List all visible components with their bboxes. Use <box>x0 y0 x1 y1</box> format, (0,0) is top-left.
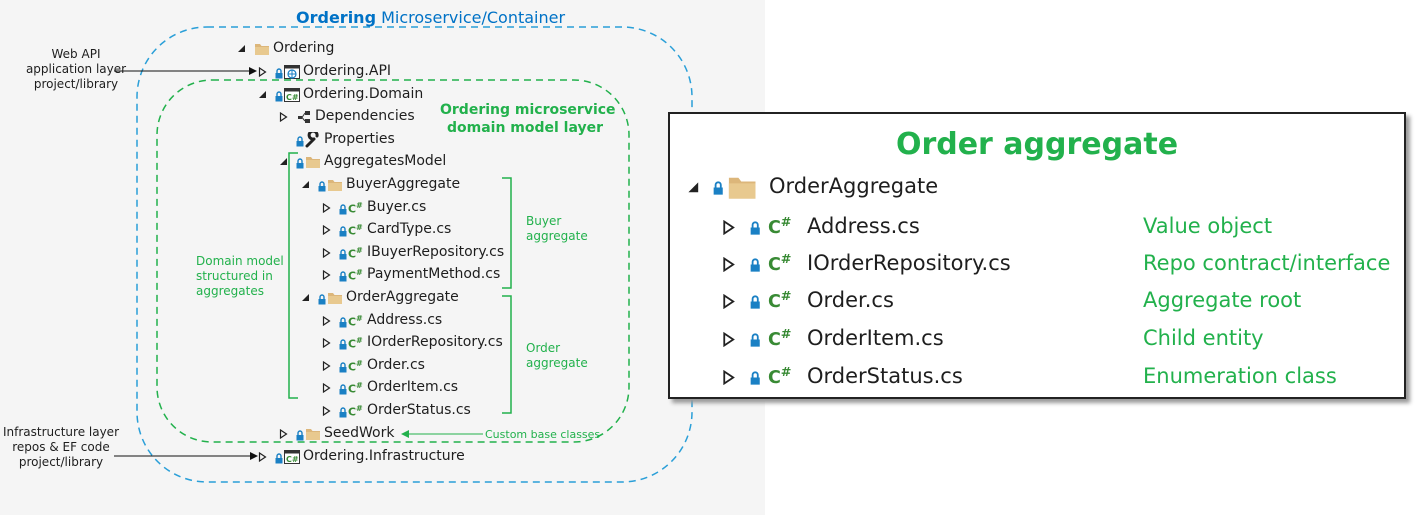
tree-label: OrderStatus.cs <box>367 402 471 418</box>
seedwork-note: Custom base classes <box>485 428 601 441</box>
svg-text:C: C <box>768 368 781 388</box>
tree-label: SeedWork <box>324 425 395 441</box>
file-label: OrderStatus.cs <box>807 364 963 388</box>
svg-text:C: C <box>348 338 356 351</box>
tree-label: Properties <box>324 131 395 147</box>
svg-text:C: C <box>348 225 356 238</box>
solution-explorer-diagram <box>0 0 765 515</box>
tree-label: Ordering.API <box>303 63 392 79</box>
svg-text:#: # <box>356 359 363 368</box>
svg-text:C: C <box>348 203 356 216</box>
svg-text:#: # <box>781 289 792 304</box>
file-label: OrderItem.cs <box>807 326 944 350</box>
svg-text:#: # <box>356 201 363 210</box>
svg-text:#: # <box>356 404 363 413</box>
tree-label: Ordering.Domain <box>303 86 424 102</box>
svg-text:#: # <box>356 336 363 345</box>
tree-label: IBuyerRepository.cs <box>367 244 505 260</box>
svg-text:#: # <box>781 327 792 342</box>
tree-label: AggregatesModel <box>324 153 447 169</box>
tree-label: Ordering.Infrastructure <box>303 448 465 464</box>
tree-label: OrderItem.cs <box>367 379 459 395</box>
container-title: Ordering Microservice/Container <box>296 8 566 27</box>
svg-text:C: C <box>348 383 356 396</box>
domain-model-bracket <box>288 152 298 399</box>
svg-text:#: # <box>781 365 792 380</box>
svg-text:C#: C# <box>286 93 299 102</box>
svg-text:C: C <box>768 255 781 275</box>
file-label: Order.cs <box>807 288 894 312</box>
svg-text:#: # <box>781 215 792 230</box>
microservice-container-boundary <box>136 26 693 483</box>
tree-label: Dependencies <box>315 108 415 124</box>
tree-label: IOrderRepository.cs <box>367 334 503 350</box>
svg-text:#: # <box>356 246 363 255</box>
file-label: Address.cs <box>807 214 920 238</box>
svg-text:C: C <box>348 361 356 374</box>
role-callout: Enumeration class <box>1143 364 1337 388</box>
svg-text:#: # <box>356 381 363 390</box>
svg-text:C: C <box>768 330 781 350</box>
svg-text:C: C <box>348 270 356 283</box>
tree-label: PaymentMethod.cs <box>367 266 501 282</box>
role-callout: Repo contract/interface <box>1143 251 1391 275</box>
order-aggregate-bracket <box>502 295 512 414</box>
tree-label: Address.cs <box>367 312 443 328</box>
svg-text:C#: C# <box>286 455 299 464</box>
svg-text:#: # <box>356 223 363 232</box>
tree-label: BuyerAggregate <box>346 176 461 192</box>
tree-label: Buyer.cs <box>367 199 427 215</box>
buyer-aggregate-bracket <box>502 177 512 289</box>
role-callout: Aggregate root <box>1143 288 1302 312</box>
file-label: IOrderRepository.cs <box>807 251 1011 275</box>
svg-text:C: C <box>768 292 781 312</box>
tree-label: CardType.cs <box>367 221 452 237</box>
svg-text:#: # <box>781 252 792 267</box>
svg-text:#: # <box>356 314 363 323</box>
folder-label: OrderAggregate <box>769 174 939 198</box>
order-aggregate-panel: Order aggregate <box>668 112 1406 399</box>
svg-text:C: C <box>348 316 356 329</box>
role-callout: Value object <box>1143 214 1273 238</box>
panel-title: Order aggregate <box>895 127 1179 162</box>
svg-text:C: C <box>348 406 356 419</box>
role-callout: Child entity <box>1143 326 1264 350</box>
svg-text:#: # <box>356 268 363 277</box>
svg-text:C: C <box>768 218 781 238</box>
domain-layer-boundary <box>156 79 630 443</box>
tree-label: OrderAggregate <box>346 289 459 305</box>
tree-label: Order.cs <box>367 357 425 373</box>
svg-text:C: C <box>348 248 356 261</box>
tree-label: Ordering <box>273 40 335 56</box>
